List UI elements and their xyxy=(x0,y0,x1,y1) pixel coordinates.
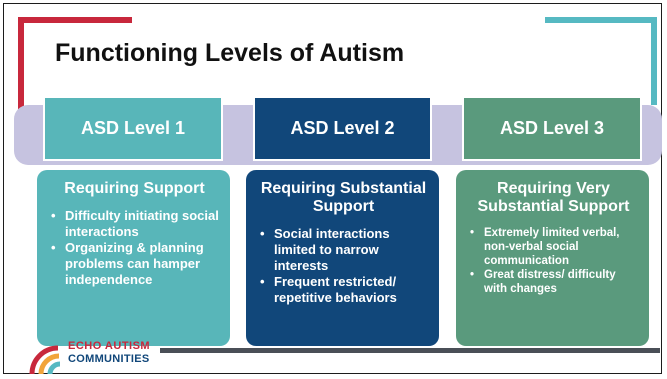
bullet-item: Great distress/ difficulty with changes xyxy=(470,268,639,296)
level-2-header: ASD Level 2 xyxy=(253,96,432,161)
logo-line-1: ECHO AUTISM xyxy=(68,340,151,352)
red-accent-vertical xyxy=(18,17,24,110)
level-1-bullets: Difficulty initiating social interaction… xyxy=(49,208,220,288)
level-2-label: ASD Level 2 xyxy=(290,118,395,138)
bullet-item: Difficulty initiating social interaction… xyxy=(51,208,220,240)
level-3-card: Requiring Very Substantial Support Extre… xyxy=(456,170,649,346)
red-accent-horizontal xyxy=(18,17,132,23)
bottom-divider xyxy=(160,348,660,353)
level-3-label: ASD Level 3 xyxy=(499,118,605,138)
level-2-heading: Requiring Substantial Support xyxy=(260,180,427,215)
level-2-bullets: Social interactions limited to narrow in… xyxy=(258,226,429,306)
level-3-header: ASD Level 3 xyxy=(462,96,642,161)
level-3-heading: Requiring Very Substantial Support xyxy=(477,180,630,215)
teal-accent-horizontal xyxy=(545,17,657,23)
bullet-item: Extremely limited verbal, non-verbal soc… xyxy=(470,226,639,268)
logo-arcs-icon xyxy=(29,345,61,374)
bullet-item: Social interactions limited to narrow in… xyxy=(260,226,429,274)
bullet-item: Frequent restricted/ repetitive behavior… xyxy=(260,274,429,306)
teal-accent-vertical xyxy=(651,17,657,105)
level-1-card: Requiring Support Difficulty initiating … xyxy=(37,170,230,346)
level-2-card: Requiring Substantial Support Social int… xyxy=(246,170,439,346)
logo-line-2: COMMUNITIES xyxy=(68,353,150,365)
bullet-item: Organizing & planning problems can hampe… xyxy=(51,240,220,288)
slide-title: Functioning Levels of Autism xyxy=(55,39,405,67)
level-3-bullets: Extremely limited verbal, non-verbal soc… xyxy=(468,226,639,296)
level-1-label: ASD Level 1 xyxy=(80,118,186,138)
level-1-header: ASD Level 1 xyxy=(43,96,223,161)
level-1-heading: Requiring Support xyxy=(64,180,205,197)
